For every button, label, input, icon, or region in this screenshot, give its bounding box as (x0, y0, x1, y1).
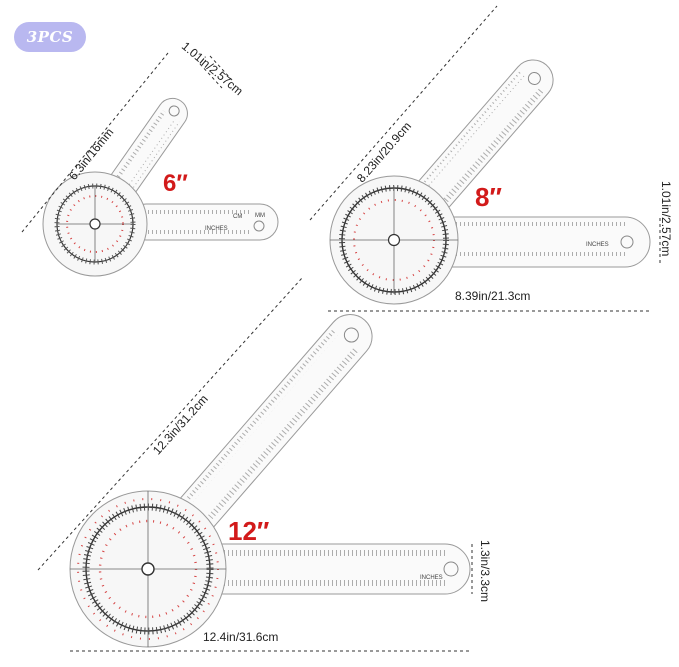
large-fixed-arm-ticks (215, 550, 445, 557)
mid-moving-arm-hole (527, 71, 541, 85)
mid-fixed-arm-ticks-bottom (455, 252, 625, 259)
quantity-badge: 3PCS (14, 22, 86, 52)
small-fixed-arm-hole (253, 220, 265, 232)
small-arm-dimension-line (21, 52, 169, 233)
mid-moving-arm-ticks-bottom (440, 87, 544, 206)
small-inches-label: INCHES (205, 226, 228, 232)
mid-width-label: 1.01in/2.57cm (659, 181, 673, 257)
large-moving-arm-hole (343, 327, 359, 343)
mid-pivot (387, 233, 401, 247)
large-fixed-arm-hole (443, 561, 459, 577)
mid-moving-arm-ticks (421, 71, 525, 189)
size-label-6in: 6″ (163, 170, 188, 197)
mid-inches-label: INCHES (586, 242, 609, 248)
small-pivot (89, 218, 101, 230)
small-mm-label: MM (255, 213, 265, 219)
large-total-label: 12.4in/31.6cm (203, 630, 279, 644)
large-pivot (141, 562, 155, 576)
large-inches-label: INCHES (420, 575, 443, 581)
goniometer-6in (42, 97, 279, 277)
large-fixed-arm-ticks-bottom (215, 580, 445, 587)
small-fixed-arm-ticks-bottom (140, 228, 250, 234)
small-cm-label: CM (233, 214, 243, 220)
large-moving-arm-ticks-bottom (208, 347, 360, 521)
goniometer-8in (329, 59, 651, 305)
dimension-lines (21, 5, 661, 652)
small-moving-arm-hole (168, 105, 180, 117)
mid-total-label: 8.39in/21.3cm (455, 289, 531, 303)
large-moving-arm-ticks (186, 329, 339, 503)
goniometer-12in (69, 314, 471, 648)
small-fixed-arm-ticks (140, 208, 250, 214)
size-label-8in: 8″ (475, 182, 502, 212)
mid-fixed-arm-hole (620, 235, 634, 249)
size-label-12in: 12″ (228, 516, 270, 546)
mid-fixed-arm-ticks (455, 222, 625, 229)
large-width-label: 1.3in/3.3cm (478, 540, 492, 603)
mid-arm-dimension-line (309, 5, 498, 221)
quantity-badge-label: 3PCS (26, 28, 74, 46)
